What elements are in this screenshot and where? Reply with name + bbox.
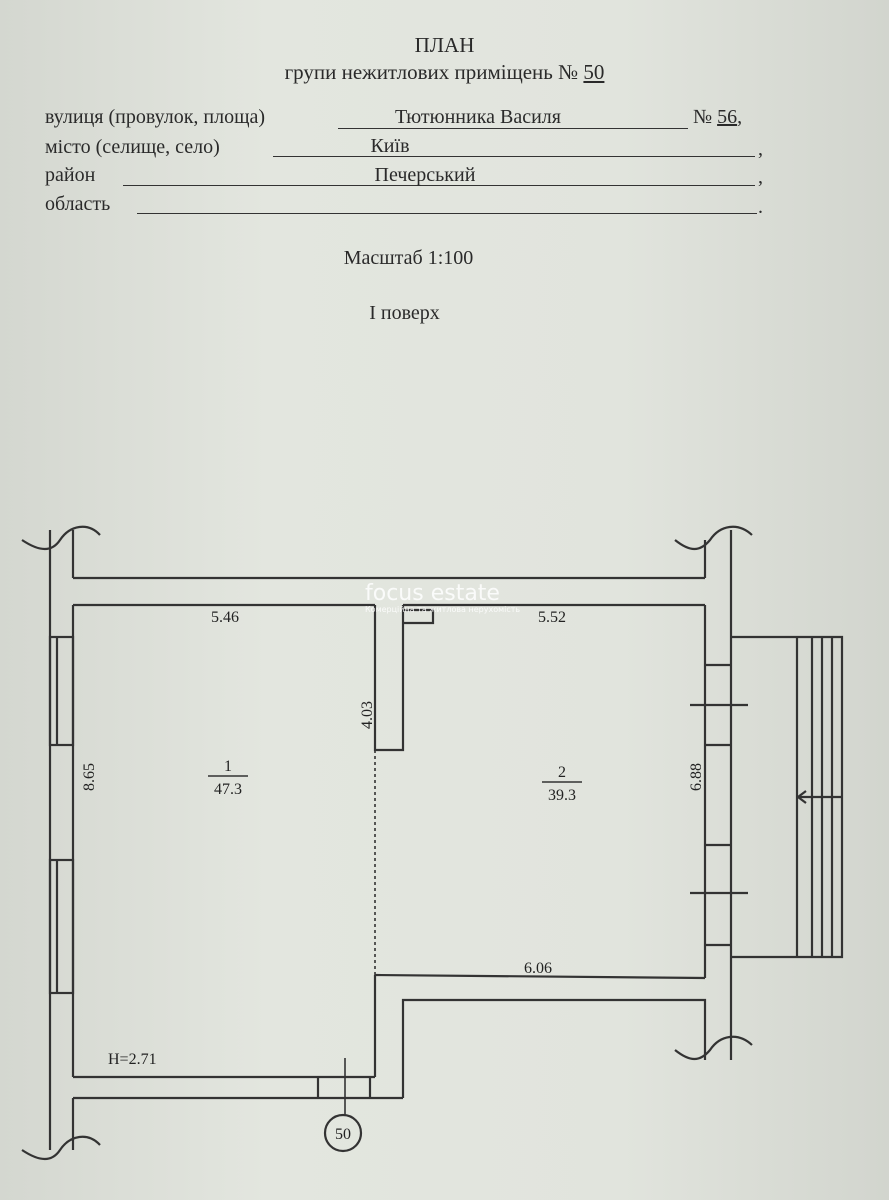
entrance-marker-label: 50 <box>335 1126 351 1143</box>
number-value: 56 <box>717 106 738 128</box>
break-symbol <box>21 525 101 551</box>
break-symbol <box>674 525 753 551</box>
city-row: місто (селище, село) <box>45 136 220 162</box>
dim-room2-top: 5.52 <box>538 609 566 626</box>
street-row: вулиця (провулок, площа) <box>45 106 265 132</box>
break-symbol <box>21 1135 101 1161</box>
dim-room2-right: 6.88 <box>688 763 705 791</box>
street-label: вулиця (провулок, площа) <box>45 106 266 128</box>
room2-bottom <box>374 973 706 980</box>
district-label: район <box>45 164 96 186</box>
street-underline <box>338 128 688 129</box>
city-value: Київ <box>370 135 410 157</box>
district-underline <box>123 185 755 186</box>
break-symbol <box>674 1035 753 1061</box>
document-subtitle: групи нежитлових приміщень № 50 <box>0 60 889 85</box>
room2-number: 2 <box>558 764 566 781</box>
room2-area: 39.3 <box>548 787 576 804</box>
dim-room2-bottom: 6.06 <box>524 960 552 977</box>
comma: , <box>758 166 763 188</box>
region-row: область <box>45 193 110 219</box>
window-left-1 <box>48 635 75 747</box>
region-label: область <box>45 193 111 215</box>
dim-room1-top: 5.46 <box>211 609 239 626</box>
city-underline <box>273 156 755 157</box>
entrance-marker-circle <box>323 1113 363 1153</box>
district-value: Печерський <box>374 164 476 186</box>
period: . <box>758 196 763 218</box>
house-number: № 56, <box>693 106 743 128</box>
dim-partition: 4.03 <box>359 701 376 729</box>
group-number: 50 <box>583 60 605 84</box>
ceiling-height: H=2.71 <box>108 1051 157 1068</box>
watermark-logo: focus estate <box>365 581 500 606</box>
region-underline <box>137 213 757 214</box>
subtitle-text: групи нежитлових приміщень № <box>284 60 579 84</box>
dim-room1-left: 8.65 <box>81 763 98 791</box>
stair-arrow-head <box>796 790 807 804</box>
lower-corridor-wall <box>401 998 707 1098</box>
room1-number: 1 <box>224 758 232 775</box>
window-left-2 <box>48 858 75 995</box>
floor-label: І поверх <box>369 302 440 324</box>
room1-area: 47.3 <box>214 781 242 798</box>
document-title: ПЛАН <box>414 33 475 57</box>
partition-wall <box>373 605 405 752</box>
watermark-tagline: Комерційна та житлова нерухомість <box>365 605 520 614</box>
city-label: місто (селище, село) <box>45 136 220 158</box>
scale-label: Масштаб 1:100 <box>343 247 474 269</box>
street-value: Тютюнника Василя <box>395 106 561 128</box>
district-row: район <box>45 164 95 190</box>
comma: , <box>758 138 763 160</box>
wall-stub <box>403 608 435 625</box>
number-label: № <box>693 106 713 128</box>
